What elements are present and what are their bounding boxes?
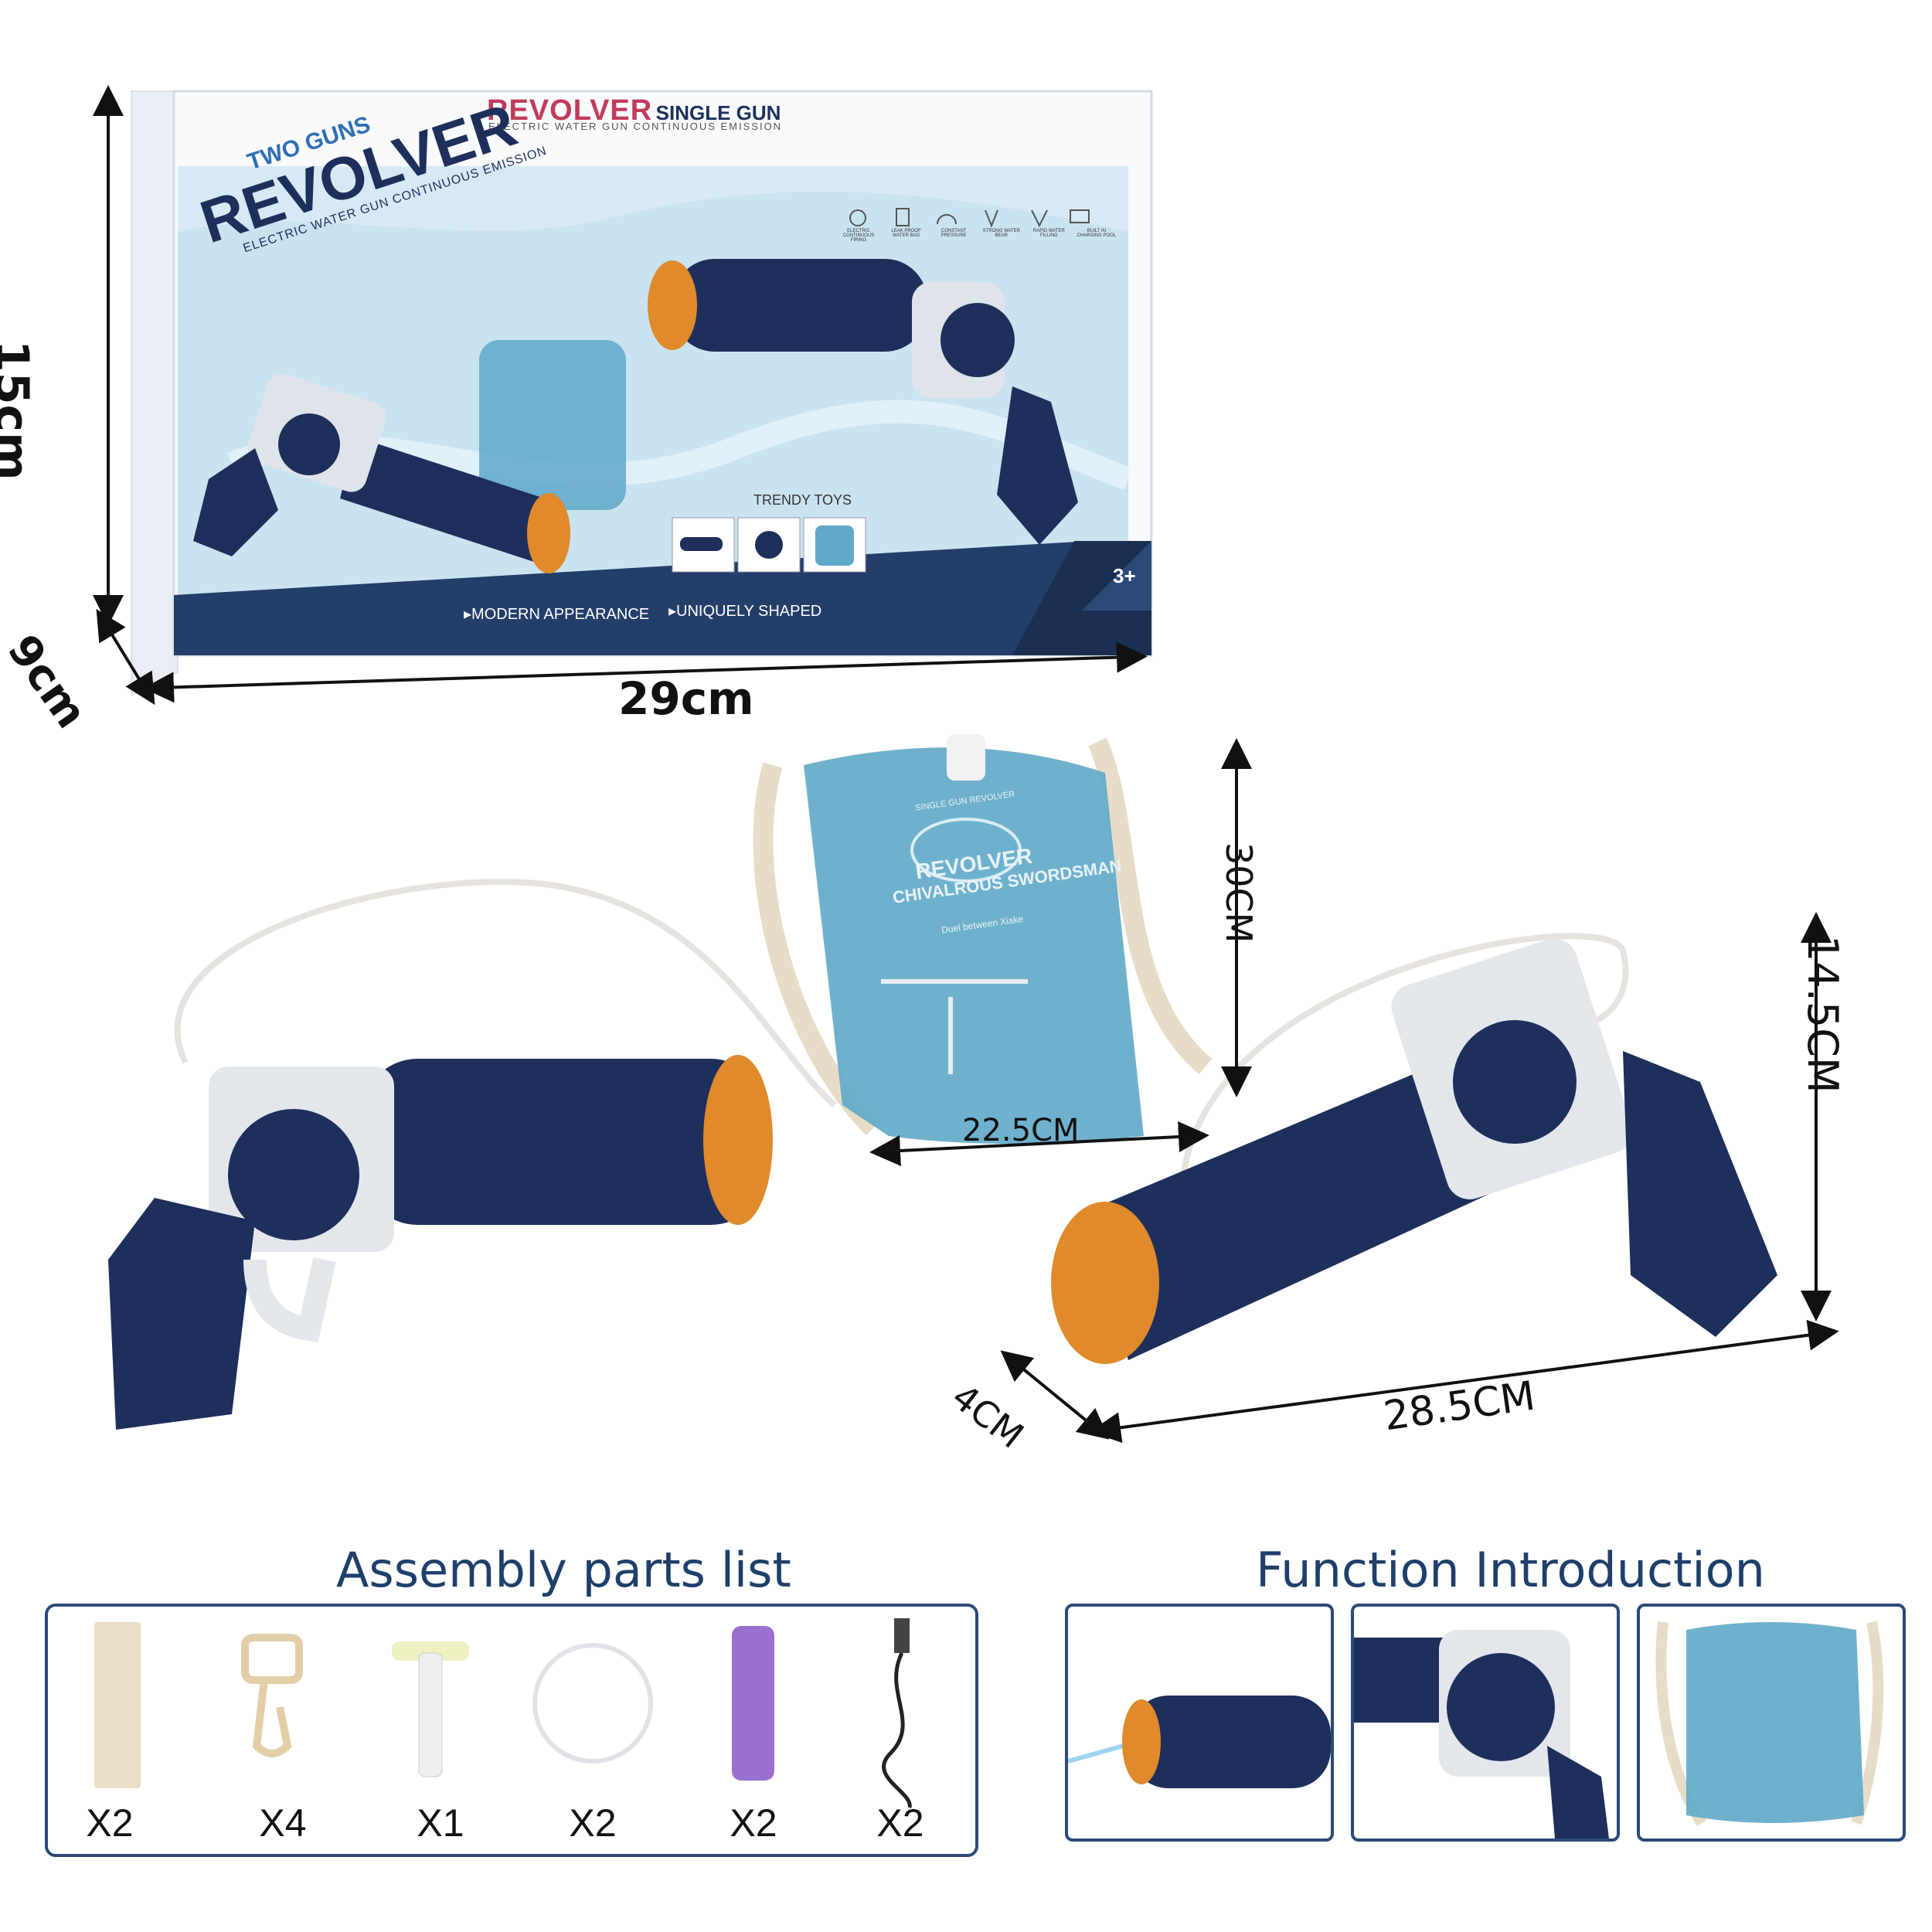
- cylinder-image: [1354, 1630, 1609, 1838]
- product-illustration: [108, 734, 1839, 1444]
- assembly-title: Assembly parts list: [336, 1542, 791, 1598]
- box-top-title: REVOLVER SINGLE GUN: [487, 94, 781, 128]
- box-top-title-main: REVOLVER: [487, 94, 653, 127]
- spray-image: [1068, 1696, 1331, 1788]
- assembly-parts-icons: [94, 1618, 912, 1808]
- strap-icon: [94, 1622, 141, 1788]
- gun-length-arrow: [1090, 1319, 1839, 1444]
- feature-label: STRONG WATER BEAR: [982, 229, 1020, 238]
- left-gun: [108, 1055, 773, 1430]
- tee-connector-icon: [392, 1641, 469, 1777]
- bullet-modern: ▸MODERN APPEARANCE: [464, 606, 650, 623]
- age-badge: 3+: [1113, 564, 1136, 587]
- product-box: REVOLVER SINGLE GUN ELECTRIC WATER GUN C…: [0, 0, 1175, 742]
- function-photo-bag: [1637, 1604, 1906, 1842]
- function-photo-cylinder: [1351, 1604, 1620, 1842]
- bag-height-label: 30CM: [1218, 842, 1260, 944]
- feature-label: RAPID WATER FILLING: [1032, 229, 1065, 238]
- tube-icon: [532, 1643, 653, 1764]
- qty-usb: X2: [876, 1801, 924, 1845]
- box-illustration: [131, 90, 1153, 696]
- qty-buckle: X4: [259, 1801, 307, 1845]
- water-bag: [804, 734, 1144, 1144]
- box-top-title-sub: SINGLE GUN: [655, 101, 781, 124]
- feature-label: BUILT IN CHARGING POOL: [1077, 229, 1117, 238]
- bag-width-arrow: [869, 1121, 1209, 1166]
- bullet-modern-text: MODERN APPEARANCE: [471, 606, 650, 623]
- bag-print: SINGLE GUN REVOLVER REVOLVER CHIVALROUS …: [880, 785, 1123, 942]
- box-top-tagline: ELECTRIC WATER GUN CONTINUOUS EMISSION: [488, 121, 783, 132]
- battery-icon: [732, 1626, 774, 1781]
- bullet-unique: ▸UNIQUELY SHAPED: [668, 603, 822, 620]
- bag-width-label: 22.5CM: [962, 1113, 1080, 1148]
- feature-label: CONSTANT PRESSURE: [940, 229, 967, 238]
- depth-arrow: [96, 608, 155, 706]
- box-width-label: 29cm: [618, 672, 754, 725]
- qty-tee: X1: [417, 1801, 464, 1845]
- buckle-icon: [241, 1634, 303, 1757]
- assembly-panel: [45, 1604, 978, 1857]
- feature-icons-row: ELECTRIC CONTINUOUS FIRING LEAK PROOF WA…: [838, 229, 1117, 243]
- function-photo-spray: [1065, 1604, 1334, 1842]
- usb-cable-icon: [882, 1618, 912, 1808]
- qty-strap: X2: [86, 1801, 134, 1845]
- box-dimension-arrows: [93, 85, 1148, 706]
- trendy-toys-label: TRENDY TOYS: [753, 492, 852, 508]
- gun-height-label: 14.5CM: [1798, 935, 1847, 1094]
- qty-tube: X2: [569, 1801, 617, 1845]
- bullet-unique-text: UNIQUELY SHAPED: [676, 603, 822, 620]
- bag-image: [1655, 1621, 1884, 1826]
- function-title: Function Introduction: [1256, 1542, 1765, 1598]
- width-arrow: [143, 641, 1148, 703]
- right-gun: [1051, 938, 1777, 1364]
- gun-depth-arrow: [1000, 1350, 1110, 1440]
- feature-label: LEAK PROOF WATER BAG: [891, 229, 921, 238]
- qty-battery: X2: [730, 1801, 777, 1845]
- feature-label: ELECTRIC CONTINUOUS FIRING: [842, 229, 875, 243]
- box-height-label: 15cm: [0, 340, 39, 481]
